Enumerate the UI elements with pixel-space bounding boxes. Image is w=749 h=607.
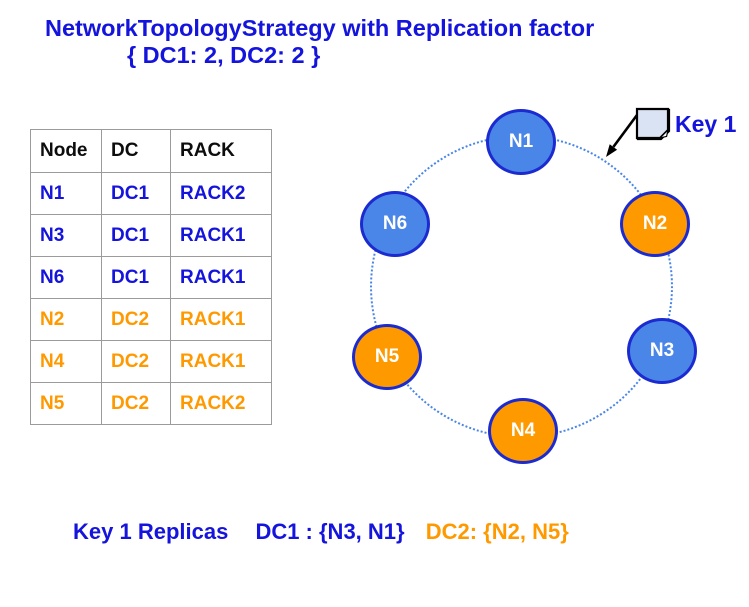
column-header-dc: DC — [101, 129, 171, 173]
cell-node: N6 — [30, 256, 102, 299]
cell-dc: DC2 — [101, 298, 171, 341]
ring-node-n6: N6 — [360, 191, 430, 257]
cell-rack: RACK1 — [170, 340, 272, 383]
arrow-down-left-icon — [606, 114, 639, 157]
ring-node-n5: N5 — [352, 324, 422, 390]
cell-dc: DC2 — [101, 340, 171, 383]
cell-rack: RACK2 — [170, 172, 272, 215]
cell-node: N4 — [30, 340, 102, 383]
cell-rack: RACK1 — [170, 214, 272, 257]
cell-dc: DC1 — [101, 172, 171, 215]
table-header-row: Node DC RACK — [30, 129, 272, 173]
table-row: N6 DC1 RACK1 — [30, 256, 272, 299]
ring-node-n4: N4 — [488, 398, 558, 464]
page-subtitle: { DC1: 2, DC2: 2 } — [127, 42, 321, 68]
key-note-square-icon — [635, 107, 670, 140]
table-row: N5 DC2 RACK2 — [30, 382, 272, 425]
cell-rack: RACK1 — [170, 256, 272, 299]
page-title: NetworkTopologyStrategy with Replication… — [45, 15, 595, 41]
token-ring-circle — [370, 135, 673, 438]
column-header-node: Node — [30, 129, 102, 173]
table-row: N2 DC2 RACK1 — [30, 298, 272, 341]
key-annotation-art — [606, 107, 670, 157]
replicas-label: Key 1 Replicas — [73, 519, 229, 544]
cell-dc: DC1 — [101, 214, 171, 257]
cell-dc: DC2 — [101, 382, 171, 425]
cell-rack: RACK2 — [170, 382, 272, 425]
dc1-replicas: DC1 : {N3, N1} — [255, 519, 405, 544]
cell-rack: RACK1 — [170, 298, 272, 341]
key-label: Key 1 — [675, 111, 737, 137]
cell-dc: DC1 — [101, 256, 171, 299]
ring-node-n2: N2 — [620, 191, 690, 257]
ring-node-n3: N3 — [627, 318, 697, 384]
table-row: N1 DC1 RACK2 — [30, 172, 272, 215]
ring-node-n1: N1 — [486, 109, 556, 175]
cell-node: N1 — [30, 172, 102, 215]
cell-node: N5 — [30, 382, 102, 425]
replicas-summary: Key 1 Replicas DC1 : {N3, N1} DC2: {N2, … — [73, 519, 569, 545]
column-header-rack: RACK — [170, 129, 272, 173]
node-rack-table: Node DC RACK N1 DC1 RACK2 N3 DC1 RACK1 N… — [30, 129, 272, 425]
table-row: N3 DC1 RACK1 — [30, 214, 272, 257]
cell-node: N3 — [30, 214, 102, 257]
cell-node: N2 — [30, 298, 102, 341]
dc2-replicas: DC2: {N2, N5} — [425, 519, 569, 544]
table-row: N4 DC2 RACK1 — [30, 340, 272, 383]
